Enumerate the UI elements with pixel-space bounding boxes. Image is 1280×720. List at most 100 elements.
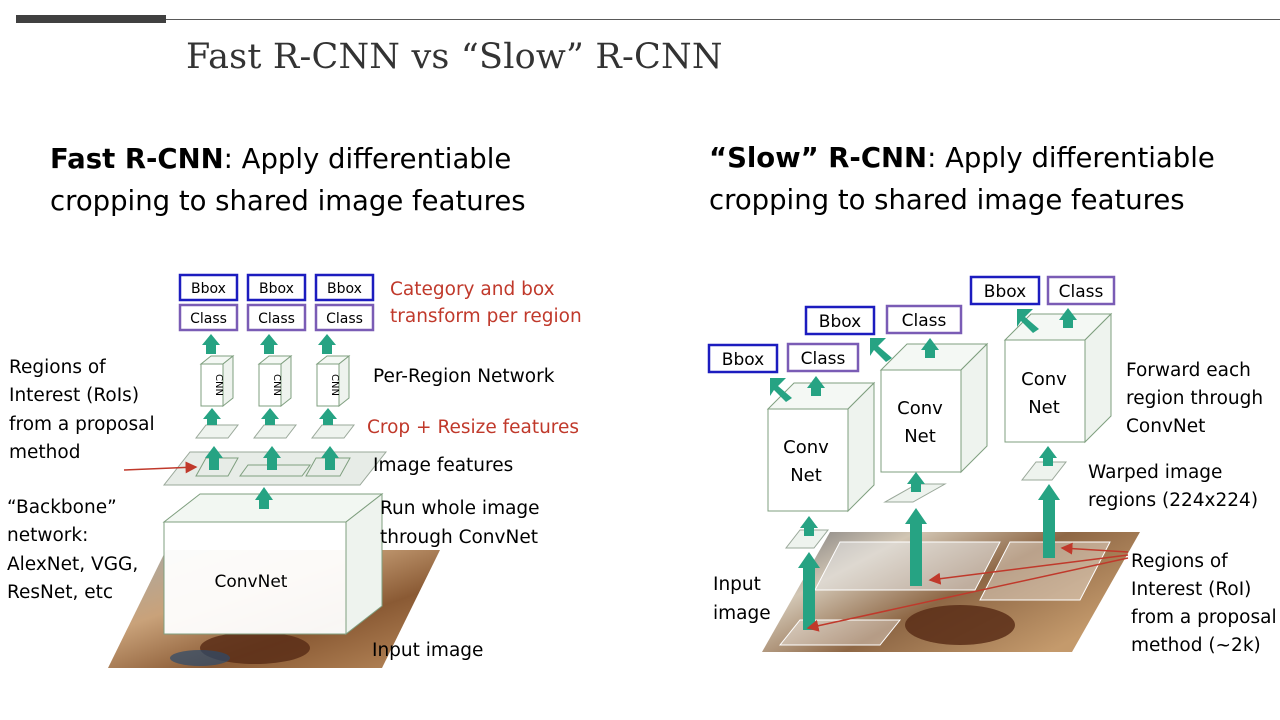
bbox-label: Bbox [191,281,226,297]
right-convnet-2: Conv Net [879,342,989,474]
per-region-label: Per-Region Network [373,366,555,387]
per-region-cnn-1: CNN [199,354,235,408]
rois-label-3: from a proposal [1131,607,1277,628]
arrow-up [255,487,273,509]
per-region-cnn-3: CNN [315,354,351,408]
left-output-1: Bbox Class [178,273,239,332]
right-roi-pointers [806,542,1129,632]
category-label-1: Category and box [390,279,555,300]
arrow-up [1038,484,1060,558]
arrow-up [263,446,281,470]
convnet-label: ConvNet [215,572,288,592]
left-output-2: Bbox Class [246,273,307,332]
class-label: Class [902,311,947,331]
net-label: Net [790,465,822,486]
backbone-label-1: “Backbone” [7,497,117,518]
arrow-up [807,376,825,396]
input-label-1: Input [713,574,761,595]
run-label-2: through ConvNet [380,527,538,548]
roi-pointer [806,557,1129,632]
bbox-label: Bbox [984,282,1026,302]
arrow-up [1039,446,1057,466]
arrow-diagonal [870,338,892,362]
bbox-label: Bbox [722,350,764,370]
class-label: Class [1059,282,1104,302]
class-label: Class [258,311,295,327]
left-heading: Fast R-CNN: Apply differentiable croppin… [50,138,526,222]
backbone-label-3: AlexNet, VGG, [7,554,138,575]
right-warped-regions [784,461,1068,549]
arrow-up [202,334,220,354]
right-output-1: Bbox Class [707,342,860,374]
left-backbone-convnet: ConvNet [162,492,384,636]
input-image-label: Input image [372,640,483,661]
arrow-up [905,508,927,586]
arrow-up [800,516,818,536]
left-roi-pointer [123,461,198,474]
bbox-label: Bbox [327,281,362,297]
input-label-2: image [713,603,771,624]
arrow-diagonal [1017,309,1039,333]
image-features-label: Image features [373,455,513,476]
header-rule [166,19,1280,20]
right-convnet-1: Conv Net [766,381,876,513]
backbone-label-4: ResNet, etc [7,582,113,603]
arrow-diagonal [770,378,792,402]
left-cropped-features [194,424,356,439]
slide-title: Fast R-CNN vs “Slow” R-CNN [186,37,723,77]
cnn-label: CNN [329,374,340,396]
class-label: Class [190,311,227,327]
forward-label-2: region through [1126,388,1263,409]
right-heading: “Slow” R-CNN: Apply differentiable cropp… [709,137,1215,221]
arrow-up [321,446,339,470]
cnn-label: CNN [213,374,224,396]
left-outputs: Bbox Class Bbox Class Bbox Class [178,273,375,332]
right-labels: Forward each region through ConvNet Warp… [713,360,1277,656]
class-label: Class [801,349,846,369]
backbone-label-2: network: [7,525,88,546]
left-heading-line2: cropping to shared image features [50,185,526,217]
arrow-up [907,472,925,492]
conv-label: Conv [783,437,829,458]
arrow-up [318,334,336,354]
conv-label: Conv [1021,369,1067,390]
right-heading-line1: : Apply differentiable [927,142,1215,174]
rois-label-4: method [9,442,80,463]
arrow-up [261,408,279,425]
right-heading-line2: cropping to shared image features [709,184,1185,216]
header-accent-bar [16,15,166,23]
forward-label-3: ConvNet [1126,416,1205,437]
left-labels: Category and box transform per region Pe… [7,279,582,661]
bbox-label: Bbox [259,281,294,297]
right-arrows [770,308,1077,630]
arrow-up [203,408,221,425]
arrow-up [260,334,278,354]
right-output-2: Bbox Class [804,304,963,336]
left-heading-line1: : Apply differentiable [223,143,512,175]
arrow-up [921,338,939,358]
warped-label-2: regions (224x224) [1088,490,1258,511]
roi-pointer [928,554,1129,585]
warped-label-1: Warped image [1088,462,1222,483]
right-heading-bold: “Slow” R-CNN [709,142,928,174]
run-label-1: Run whole image [380,498,540,519]
left-output-3: Bbox Class [314,273,375,332]
forward-label-1: Forward each [1126,360,1251,381]
conv-label: Conv [897,398,943,419]
crop-label: Crop + Resize features [367,417,579,438]
rois-label-2: Interest (RoI) [1131,579,1251,600]
rois-label-3: from a proposal [9,414,155,435]
rois-label-1: Regions of [1131,551,1228,572]
bbox-label: Bbox [819,312,861,332]
arrow-up [1059,308,1077,328]
rois-label-2: Interest (RoIs) [9,385,139,406]
per-region-cnn-2: CNN [257,354,293,408]
net-label: Net [904,426,936,447]
cnn-label: CNN [271,374,282,396]
right-convnet-3: Conv Net [1003,312,1113,444]
arrow-up [205,446,223,470]
roi-pointer [1060,542,1129,555]
left-heading-bold: Fast R-CNN [50,143,224,175]
arrow-up [319,408,337,425]
